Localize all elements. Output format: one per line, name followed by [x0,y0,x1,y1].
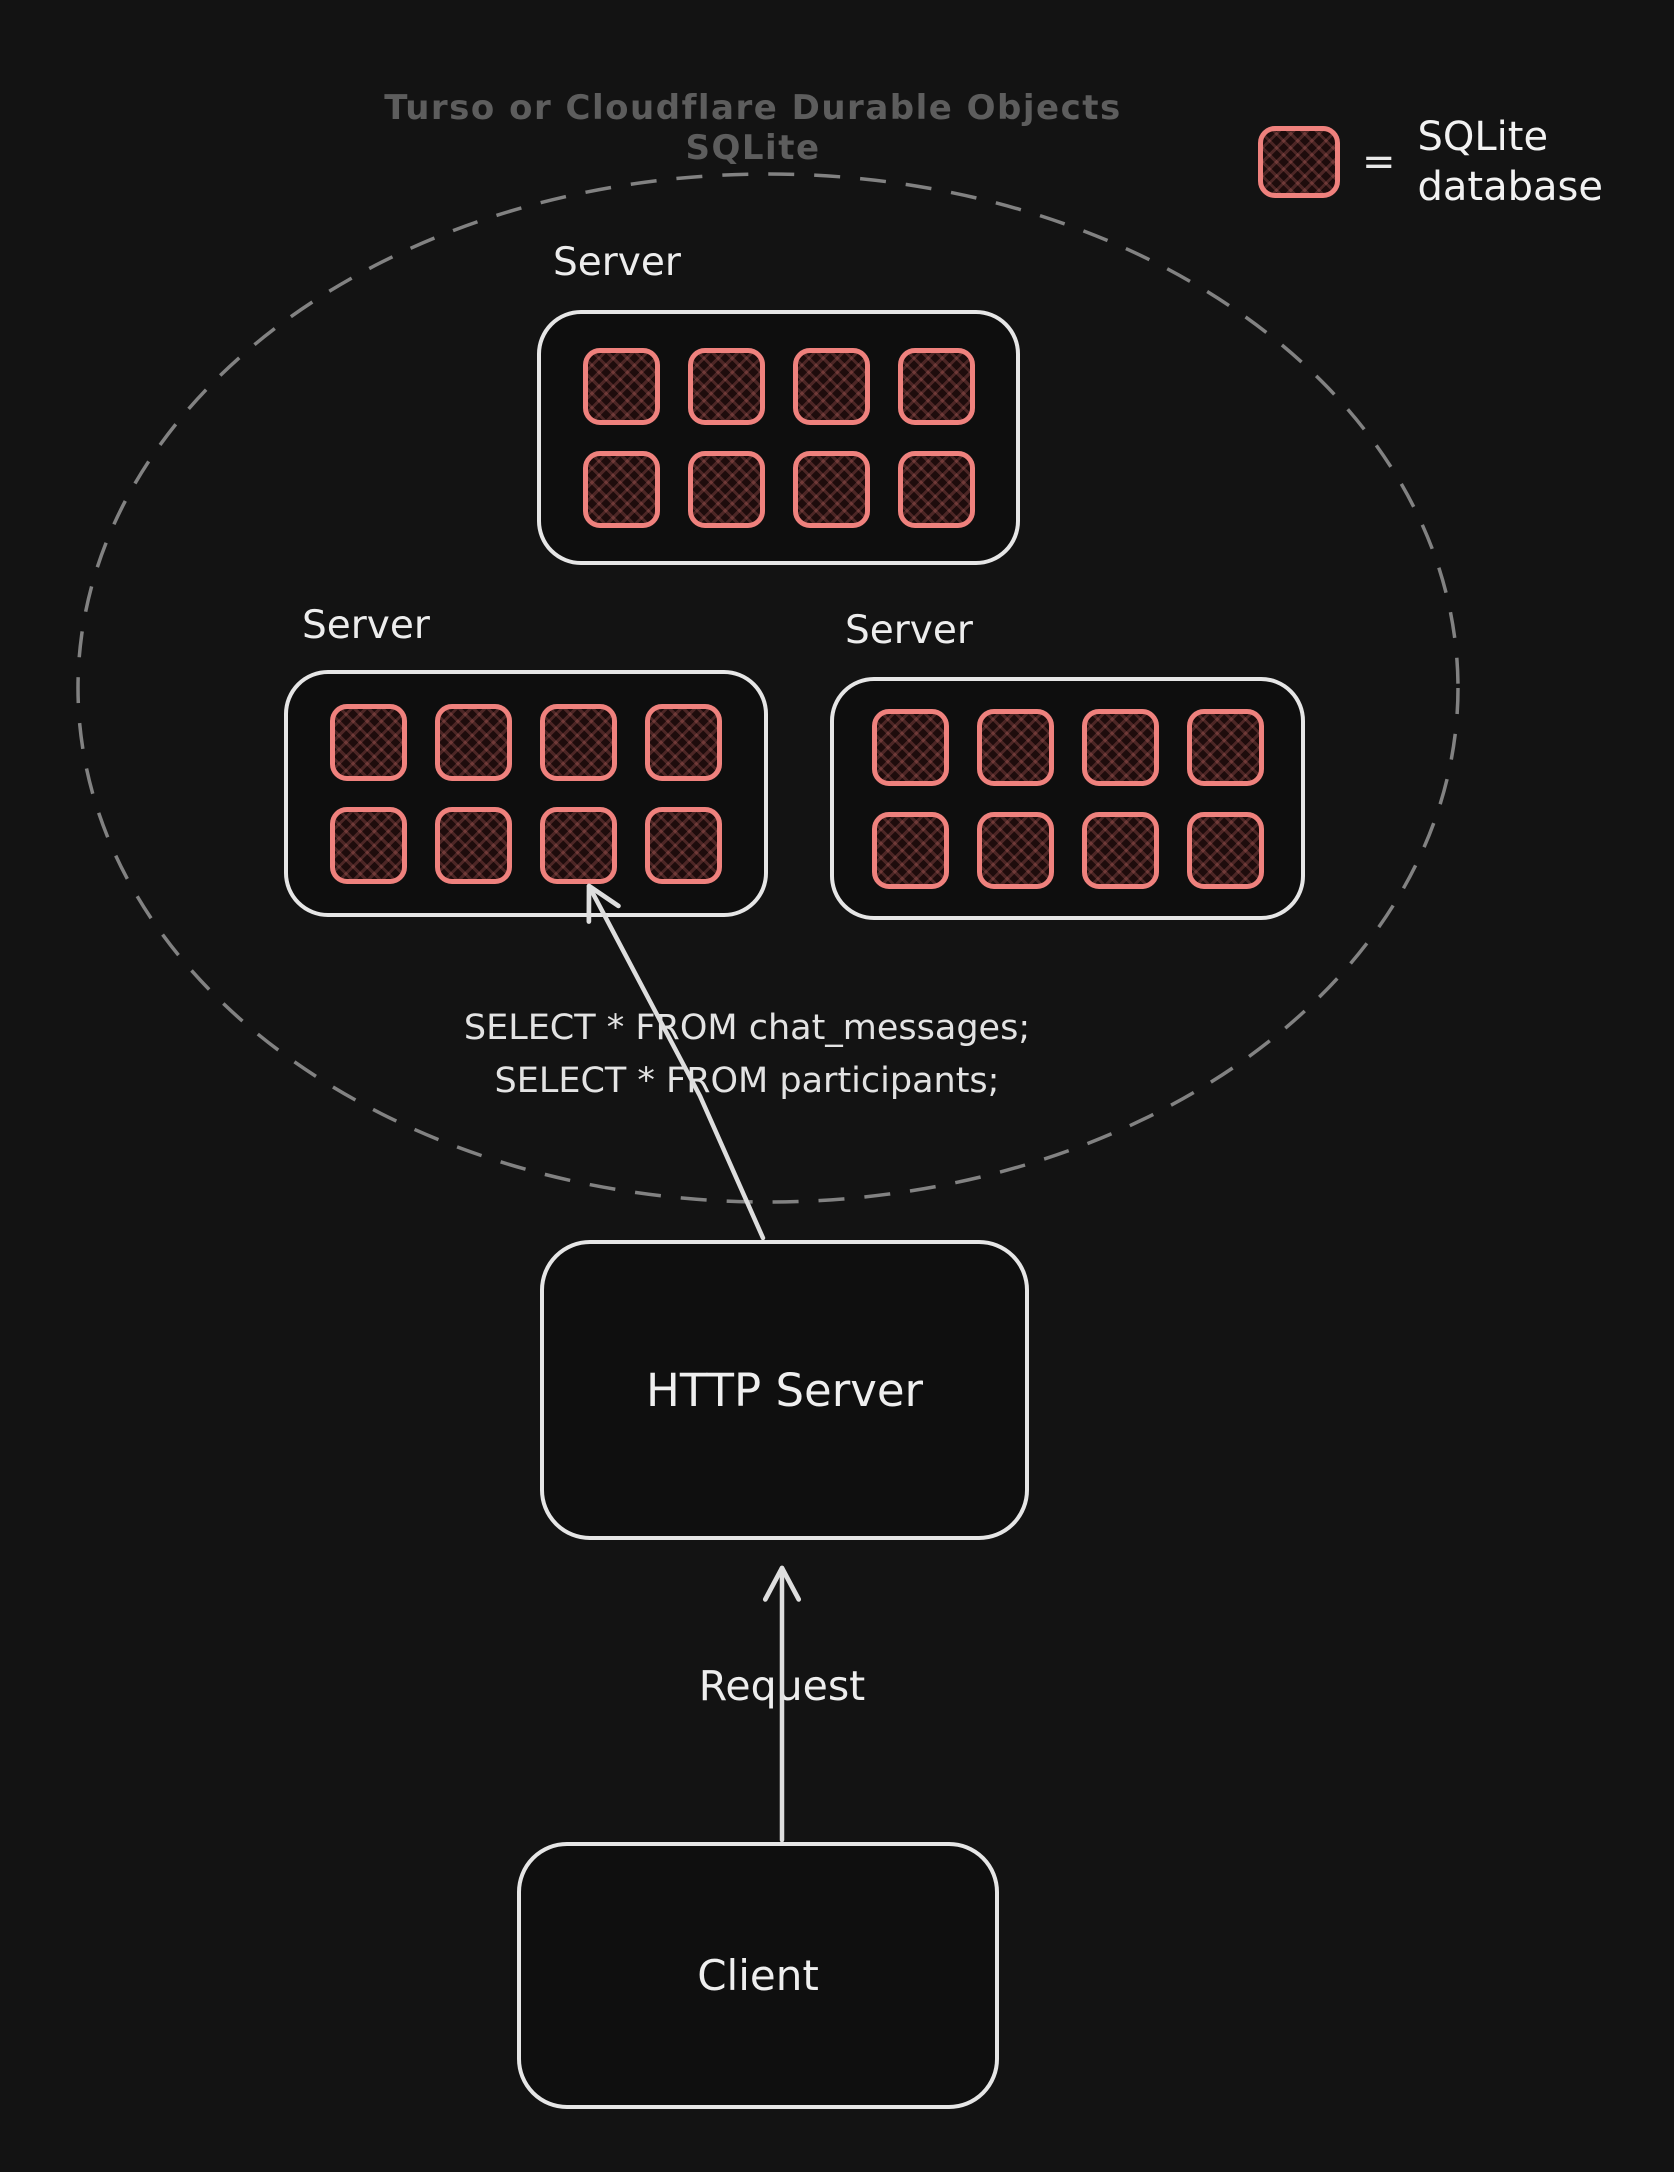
legend-label: SQLite database [1418,112,1603,212]
sqlite-db-icon [897,450,975,528]
client-box: Client [517,1842,999,2109]
sqlite-db-icon [1081,811,1159,889]
legend-equals-sign: = [1362,139,1396,185]
sqlite-db-icon [687,450,765,528]
sql-query-line1: SELECT * FROM chat_messages; [463,1008,1031,1048]
sqlite-db-icon [330,703,407,781]
sqlite-db-icon [1081,708,1159,786]
sqlite-db-icon [330,806,407,884]
server-label-top: Server [553,240,681,285]
sqlite-db-icon [897,347,975,425]
http-server-box: HTTP Server [540,1240,1029,1540]
sqlite-db-icon [792,347,870,425]
server-label-left: Server [302,603,430,648]
http-server-label: HTTP Server [645,1363,924,1417]
sqlite-db-icon [1186,708,1264,786]
sql-query-line2: SELECT * FROM participants; [494,1060,1000,1101]
sqlite-db-icon [435,703,512,781]
sqlite-db-icon [1186,811,1264,889]
sqlite-db-icon [871,708,949,786]
sqlite-db-icon [582,450,660,528]
server-box-right [830,677,1305,920]
server-box-top [537,310,1020,565]
sqlite-db-icon [645,703,722,781]
sqlite-db-icon [687,347,765,425]
server-label-right: Server [845,608,973,653]
sqlite-db-icon [582,347,660,425]
request-label: Request [698,1662,866,1710]
sql-query-text: SELECT * FROM chat_messages; SELECT * FR… [380,1002,1114,1107]
legend: = SQLite database [1258,112,1603,212]
legend-label-line2: database [1417,164,1603,210]
legend-label-line1: SQLite [1417,114,1549,160]
client-label: Client [697,1951,819,2000]
sqlite-db-icon [792,450,870,528]
server-box-left [284,670,768,917]
sqlite-db-icon [976,811,1054,889]
sqlite-db-icon [540,703,617,781]
sqlite-db-icon [540,806,617,884]
diagram-title: Turso or Cloudflare Durable Objects SQLi… [384,88,1122,168]
sqlite-db-icon [871,811,949,889]
sqlite-db-icon [1258,126,1340,198]
sqlite-db-icon [976,708,1054,786]
sqlite-db-icon [645,806,722,884]
sqlite-db-icon [435,806,512,884]
